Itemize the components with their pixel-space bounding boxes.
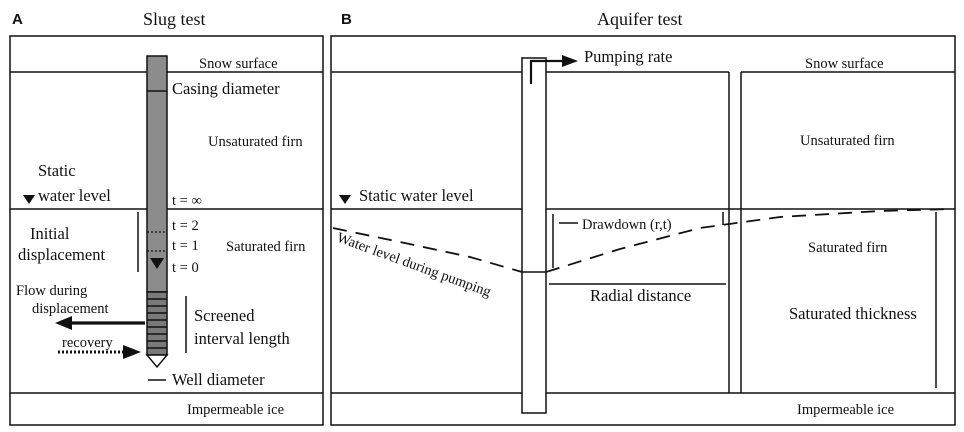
panel-a-impermeable-ice-label: Impermeable ice bbox=[187, 402, 284, 418]
panel-a-slug-test: A Slug test Snow surface Casing diameter bbox=[9, 9, 324, 426]
saturated-thickness-label: Saturated thickness bbox=[789, 304, 917, 323]
well-screen bbox=[146, 291, 168, 356]
panel-b-snow-surface-label: Snow surface bbox=[805, 56, 884, 72]
panel-b-static-water-level-label: Static water level bbox=[359, 186, 474, 205]
drawdown-curve-left bbox=[332, 227, 523, 273]
static-water-level-label-line1: Static bbox=[38, 161, 76, 180]
panel-b-saturated-firn-label: Saturated firn bbox=[808, 240, 888, 256]
panel-b-aquifer-test: B Aquifer test Pumping rate Snow surface… bbox=[330, 9, 956, 426]
initial-displacement-label-line1: Initial bbox=[30, 224, 70, 243]
t-infinity-label: t = ∞ bbox=[172, 193, 202, 209]
panel-a-unsaturated-firn-label: Unsaturated firn bbox=[208, 134, 303, 150]
panel-b-title: Aquifer test bbox=[597, 9, 682, 29]
initial-displacement-label-line2: displacement bbox=[18, 245, 105, 264]
t-2-label: t = 2 bbox=[172, 218, 199, 234]
pumping-well bbox=[521, 57, 547, 414]
panel-b-unsaturated-firn-label: Unsaturated firn bbox=[800, 133, 895, 149]
flow-during-displacement-label-line1: Flow during bbox=[16, 283, 87, 299]
panel-a-title: Slug test bbox=[143, 9, 206, 29]
panel-b-frame bbox=[330, 35, 956, 426]
well-diameter-label: Well diameter bbox=[172, 370, 265, 389]
t-0-label: t = 0 bbox=[172, 260, 199, 276]
flow-during-displacement-label-line2: displacement bbox=[32, 301, 109, 317]
pumping-arrow-icon bbox=[562, 55, 578, 67]
drawdown-label: Drawdown (r,t) bbox=[582, 217, 672, 233]
screened-interval-label-line1: Screened bbox=[194, 306, 255, 325]
recovery-label: recovery bbox=[62, 335, 113, 351]
panel-a-saturated-firn-label: Saturated firn bbox=[226, 239, 306, 255]
triangle-down-icon bbox=[150, 258, 164, 269]
panel-a-letter: A bbox=[12, 11, 23, 28]
screened-interval-label-line2: interval length bbox=[194, 329, 291, 348]
flow-arrow-icon bbox=[55, 316, 72, 330]
panel-b-impermeable-ice-label: Impermeable ice bbox=[797, 402, 894, 418]
radial-distance-label: Radial distance bbox=[590, 286, 691, 305]
panel-a-frame bbox=[9, 35, 324, 426]
water-level-during-pumping-label: Water level during pumping bbox=[335, 230, 493, 301]
well-tip bbox=[145, 354, 169, 369]
pumping-pipe bbox=[529, 59, 563, 84]
pumping-rate-label: Pumping rate bbox=[584, 47, 672, 66]
recovery-arrow-icon bbox=[123, 345, 141, 359]
static-water-level-label-line2: water level bbox=[38, 186, 111, 205]
panel-b-letter: B bbox=[341, 11, 352, 28]
drawdown-curve-right bbox=[545, 208, 951, 273]
triangle-down-icon bbox=[23, 195, 35, 204]
triangle-down-icon bbox=[339, 195, 351, 204]
casing-diameter-label: Casing diameter bbox=[172, 79, 280, 98]
t-1-label: t = 1 bbox=[172, 238, 199, 254]
panel-a-snow-surface-label: Snow surface bbox=[199, 56, 278, 72]
